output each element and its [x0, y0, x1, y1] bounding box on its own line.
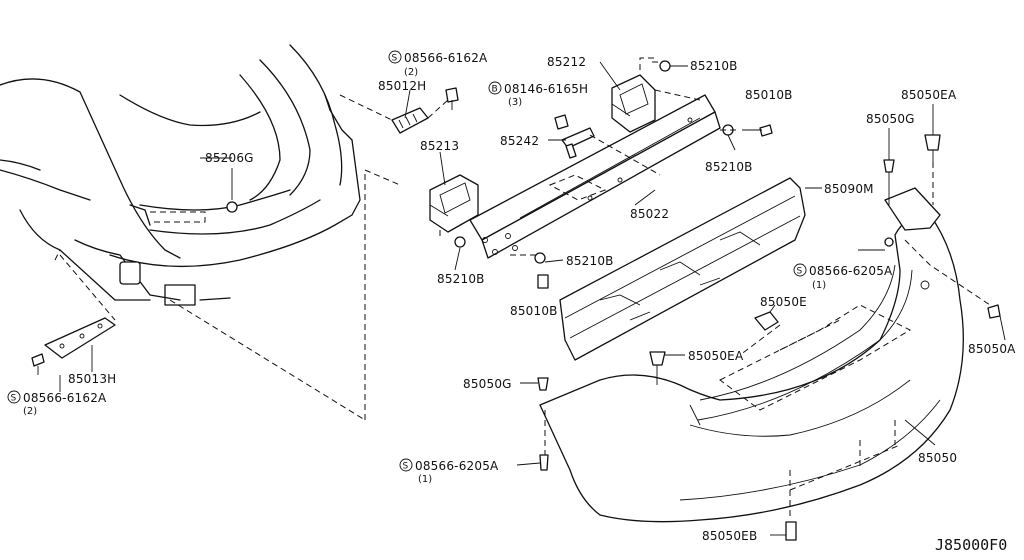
qty-08566-6205a-right: (1) — [812, 280, 826, 291]
label-08566-6162a-bottom: 08566-6162A — [23, 391, 107, 405]
screw-symbol: S — [392, 54, 398, 64]
screw-symbol-icon — [388, 50, 402, 64]
fasteners-right — [537, 134, 1001, 541]
label-85210b-mid: 85210B — [566, 254, 614, 268]
label-85213: 85213 — [420, 139, 459, 153]
bracket-85212 — [611, 74, 656, 133]
label-08146-6165h: 08146-6165H — [504, 82, 588, 96]
screw-symbol: S — [11, 394, 17, 404]
bracket-85242 — [561, 127, 595, 159]
label-85242: 85242 — [500, 134, 539, 148]
label-85010b-top: 85010B — [745, 88, 793, 102]
label-85210b-top: 85210B — [690, 59, 738, 73]
bracket-85012h — [391, 87, 459, 134]
qty-08566-6205a-bottom: (1) — [418, 474, 432, 485]
screw-symbol: S — [797, 267, 803, 277]
label-08566-6162a-top: 08566-6162A — [404, 51, 488, 65]
qty-08566-6162a-top: (2) — [404, 67, 418, 78]
label-85050ea-top: 85050EA — [901, 88, 957, 102]
label-85206g: 85206G — [205, 151, 254, 165]
fasteners-center — [454, 60, 773, 289]
label-85012h: 85012H — [378, 79, 426, 93]
bolt-symbol: B — [492, 85, 498, 95]
label-85050g-mid: 85050G — [463, 377, 512, 391]
label-85010b-bottom: 85010B — [510, 304, 558, 318]
label-85050g-top: 85050G — [866, 112, 915, 126]
bolt-symbol-icon — [488, 81, 502, 95]
screw-symbol: S — [403, 462, 409, 472]
label-08566-6205a-bottom: 08566-6205A — [415, 459, 499, 473]
guide-lines-center — [439, 57, 740, 256]
bracket-85213 — [429, 174, 479, 233]
leader-lines — [59, 61, 1006, 536]
label-85050e: 85050E — [760, 295, 807, 309]
bracket-85013h — [31, 317, 116, 375]
energy-absorber-85090m — [559, 177, 806, 361]
diagram-reference-code: J85000F0 — [935, 536, 1007, 554]
label-85050ea-mid: 85050EA — [688, 349, 744, 363]
clip-85206g — [226, 168, 238, 213]
screw-symbol-icon — [793, 263, 807, 277]
guide-lines-left — [54, 94, 449, 421]
label-85050a: 85050A — [968, 342, 1016, 356]
vehicle-body-outline — [0, 44, 361, 306]
label-85013h: 85013H — [68, 372, 116, 386]
label-85050: 85050 — [918, 451, 957, 465]
label-85090m: 85090M — [824, 182, 874, 196]
screw-symbol-icon — [399, 458, 413, 472]
label-85212: 85212 — [547, 55, 586, 69]
qty-08146-6165h: (3) — [508, 97, 522, 108]
label-85050eb: 85050EB — [702, 529, 757, 543]
screw-symbol-icon — [7, 390, 21, 404]
reinforcement-85022 — [469, 94, 721, 259]
label-85210b-left: 85210B — [437, 272, 485, 286]
qty-08566-6162a-bottom: (2) — [23, 406, 37, 417]
label-85210b-right: 85210B — [705, 160, 753, 174]
guide-lines-right — [544, 162, 991, 520]
label-08566-6205a-right: 08566-6205A — [809, 264, 893, 278]
bumper-fascia-85050 — [539, 187, 964, 523]
label-85022: 85022 — [630, 207, 669, 221]
